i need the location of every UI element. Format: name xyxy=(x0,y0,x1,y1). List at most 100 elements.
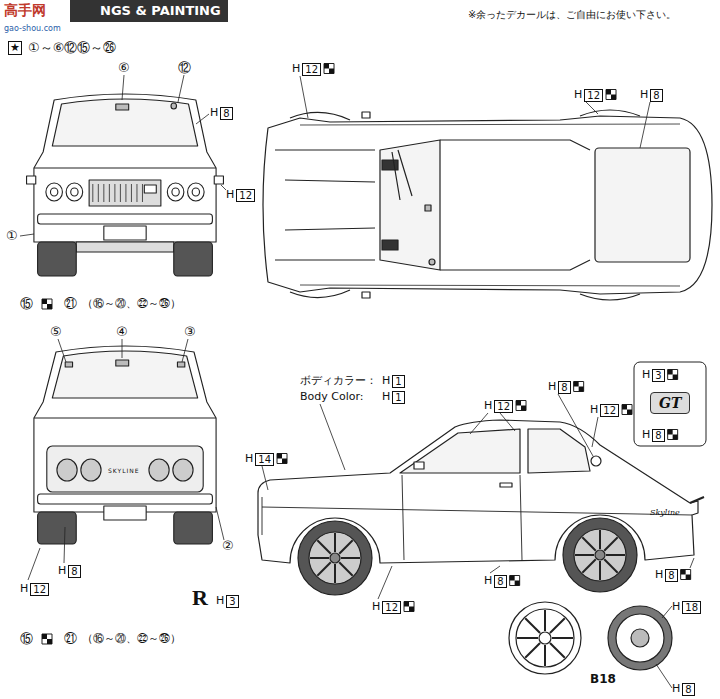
callout-number: ⑥ xyxy=(118,60,130,75)
leader-line xyxy=(58,339,66,362)
checker-symbol xyxy=(606,90,616,100)
leader-line xyxy=(656,664,672,688)
callout-number: ② xyxy=(222,538,234,553)
callout-number: （⑯～⑳、㉒～㉖） xyxy=(82,297,181,311)
leader-line xyxy=(182,339,188,362)
paint-code: H xyxy=(590,403,598,416)
leader-line xyxy=(586,102,598,114)
leader-line xyxy=(490,566,500,573)
paint-number: 8 xyxy=(682,683,694,696)
checker-symbol xyxy=(42,634,52,644)
paint-code: H xyxy=(382,374,390,387)
paint-code: H xyxy=(20,582,28,595)
callout-number: ㉑ xyxy=(64,631,77,646)
paint-number: 8 xyxy=(558,381,570,394)
emblem-letter: R xyxy=(192,586,208,610)
paint-code: H xyxy=(484,574,492,587)
paint-number: 12 xyxy=(236,189,255,202)
watermark: gao-shou.com xyxy=(4,24,61,34)
paint-code: H xyxy=(58,564,66,577)
checker-symbol xyxy=(324,64,334,74)
paint-code: H xyxy=(245,452,253,465)
leader-line xyxy=(122,339,123,358)
paint-number: 12 xyxy=(30,583,49,596)
paint-number: 8 xyxy=(652,429,664,442)
paint-number: 12 xyxy=(600,404,619,417)
checker-symbol xyxy=(510,576,520,586)
front-view xyxy=(27,94,224,276)
callout-number: ① xyxy=(6,228,18,243)
part-number: B18 xyxy=(590,672,616,686)
leader-line xyxy=(196,114,209,124)
emblem-text: SKYLINE xyxy=(108,467,140,474)
checker-symbol xyxy=(404,602,414,612)
paint-number: 1 xyxy=(392,375,404,388)
paint-code: H xyxy=(226,188,234,201)
checker-symbol xyxy=(574,382,584,392)
wheel-detail xyxy=(509,602,672,674)
paint-number: 8 xyxy=(650,89,662,102)
callout-number: ③ xyxy=(184,324,196,339)
leader-line xyxy=(500,413,515,431)
checker-symbol xyxy=(622,405,632,415)
paint-code: H xyxy=(548,380,556,393)
paint-number: 18 xyxy=(682,601,701,614)
checker-symbol xyxy=(668,430,678,440)
leader-line xyxy=(178,75,184,102)
note: ※余ったデカールは、ご自由にお使い下さい。 xyxy=(468,8,676,21)
leader-line xyxy=(122,75,124,100)
header-bar xyxy=(0,0,228,22)
leader-line xyxy=(320,404,345,470)
paint-code: H xyxy=(484,399,492,412)
leader-line xyxy=(592,417,598,447)
callout-number: ④ xyxy=(116,324,128,339)
leader-line xyxy=(690,558,694,568)
sheet-title: NGS & PAINTING xyxy=(100,3,221,19)
leader-line xyxy=(378,566,392,599)
paint-code: H xyxy=(640,88,648,101)
paint-code: H xyxy=(642,428,650,441)
checker-symbol xyxy=(516,401,526,411)
callout-number: （⑯～⑳、㉒～㉖） xyxy=(82,632,181,646)
paint-code: H xyxy=(372,600,380,613)
callout-number: ㉑ xyxy=(64,296,77,311)
paint-number: 3 xyxy=(226,595,238,608)
checker-symbol xyxy=(681,570,691,580)
paint-code: H xyxy=(292,62,300,75)
paint-number: 12 xyxy=(494,400,513,413)
leader-line xyxy=(64,527,65,563)
paint-number: 1 xyxy=(392,391,404,404)
checker-symbol xyxy=(668,370,678,380)
paint-code: H xyxy=(672,682,680,695)
emblem-text: Skyline xyxy=(650,508,680,517)
decal-list: ①～⑥⑫⑮～㉖ xyxy=(28,40,116,55)
paint-number: 8 xyxy=(68,565,80,578)
leader-line xyxy=(558,394,593,456)
body-color-label: ボディカラー： xyxy=(300,374,377,387)
paint-number: 8 xyxy=(665,569,677,582)
paint-number: 8 xyxy=(220,107,232,120)
paint-code: H xyxy=(672,600,680,613)
paint-code: H xyxy=(216,594,224,607)
leader-line xyxy=(262,466,268,490)
callout-number: ⑮ xyxy=(20,631,33,646)
paint-code: H xyxy=(382,390,390,403)
badge-frame xyxy=(634,362,706,446)
leader-line xyxy=(300,76,308,118)
checker-symbol xyxy=(42,299,52,309)
leader-line xyxy=(20,234,34,236)
gt-emblem: GT xyxy=(650,392,690,414)
leader-line xyxy=(28,548,40,580)
leader-line xyxy=(216,507,224,540)
checker-symbol xyxy=(277,454,287,464)
paint-number: 12 xyxy=(302,63,321,76)
leader-line xyxy=(640,102,650,148)
paint-number: 14 xyxy=(255,453,274,466)
watermark: 高手网 xyxy=(4,2,46,19)
leader-line xyxy=(662,606,672,618)
paint-number: 12 xyxy=(382,601,401,614)
paint-code: H xyxy=(655,568,663,581)
callout-number: ⑤ xyxy=(50,324,62,339)
top-view xyxy=(263,110,712,300)
